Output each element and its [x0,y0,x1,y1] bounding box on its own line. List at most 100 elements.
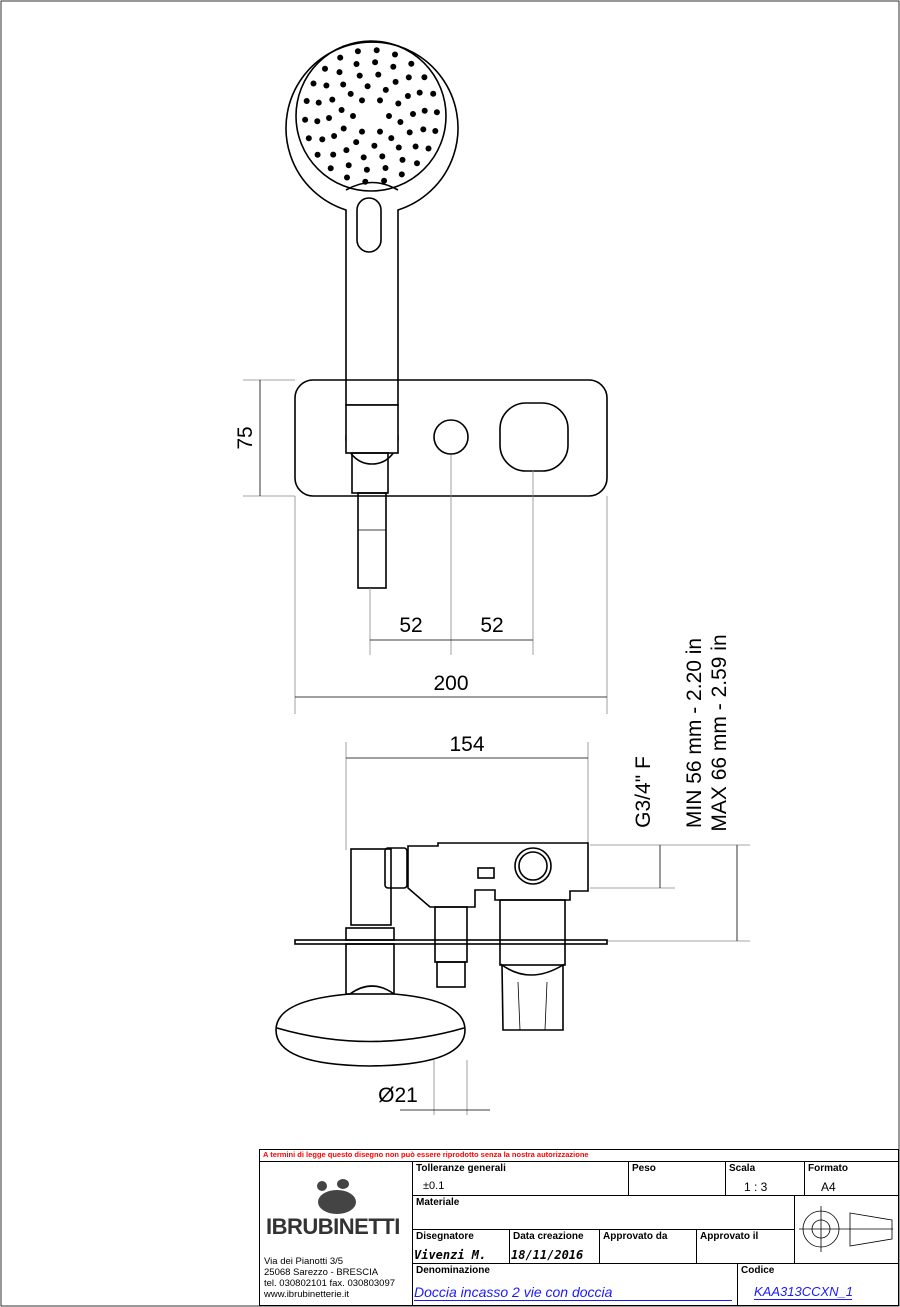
approvato-il-cell: Approvato il [697,1230,795,1264]
dim-52-a: 52 [399,614,422,637]
logo-mark-icon [317,1179,356,1214]
nozzle-dot [408,60,415,67]
nozzle-dot [399,156,406,163]
copyright-notice: A termini di legge questo disegno non pu… [260,1150,898,1162]
nozzle-dot [362,178,369,185]
nozzle-dot [421,74,428,81]
nozzle-dot [392,78,399,85]
denominazione-cell: Denominazione Doccia incasso 2 vie con d… [413,1264,738,1305]
nozzle-dot [363,166,370,173]
nozzle-dot [406,129,413,136]
nozzle-dot [329,96,336,103]
address: Via dei Pianotti 3/5 25068 Sarezzo - BRE… [264,1256,396,1300]
nozzle-dot [353,139,360,146]
nozzle-dot [398,171,405,178]
nozzle-dot [360,154,367,161]
nozzle-dot [377,128,383,135]
nozzle-dot [392,51,398,58]
nozzle-dot [327,165,334,172]
nozzle-dot [381,177,388,184]
nozzle-dot [382,165,389,171]
nozzle-dot [310,80,317,87]
nozzle-dot [359,128,365,135]
nozzle-dot [331,133,338,139]
nozzle-holes [302,47,440,185]
diverter-button [433,419,469,455]
dim-max: MAX 66 mm - 2.59 in [708,634,731,831]
nozzle-dot [336,69,343,76]
disegnatore-cell: Disegnatore Vivenzi M. [413,1230,510,1264]
nozzle-dot [323,82,330,89]
nozzle-dot [337,54,344,61]
dim-diameter: Ø21 [378,1084,418,1107]
mixer-knob [499,402,569,472]
nozzle-dot [425,145,432,152]
nozzle-dot [373,47,380,54]
denominazione-link[interactable]: Doccia incasso 2 vie con doccia [414,1284,732,1301]
nozzle-dot [330,151,337,158]
nozzle-dot [421,107,428,114]
nozzle-dot [347,90,354,97]
valve-body-side [275,842,608,1067]
nozzle-dot [314,151,321,158]
nozzle-dot [412,143,419,150]
nozzle-dot [359,97,365,104]
nozzle-dot [326,115,332,121]
nozzle-dot [420,126,427,133]
nozzle-dot [414,160,420,167]
formato-cell: Formato A4 [805,1162,898,1196]
nozzle-dot [314,118,321,125]
nozzle-dot [303,98,310,104]
dim-154: 154 [449,733,484,756]
peso-cell: Peso [629,1162,726,1196]
nozzle-dot [319,136,326,143]
materiale-cell: Materiale [413,1196,795,1230]
nozzle-dot [379,153,386,160]
nozzle-dot [395,144,402,151]
nozzle-dot [416,89,423,96]
nozzle-dot [345,162,352,169]
nozzle-dot [322,65,328,72]
dim-75: 75 [234,426,257,449]
nozzle-dot [315,99,322,106]
dim-min: MIN 56 mm - 2.20 in [683,638,706,828]
codice-cell: Codice KAA313CCXN_1 [741,1265,853,1300]
nozzle-dot [344,174,350,181]
nozzle-dot [356,72,363,79]
nozzle-dot [433,109,440,116]
nozzle-dot [432,128,439,134]
company-logo: IBRUBINETTI [266,1214,400,1239]
nozzle-dot [395,100,402,107]
hand-shower-front [285,40,459,406]
nozzle-dot [405,74,412,81]
dim-g34: G3/4" F [632,756,655,828]
nozzle-dot [386,113,392,119]
nozzle-dot [305,135,312,142]
nozzle-dot [377,97,383,104]
dim-200: 200 [433,672,468,695]
nozzle-dot [343,147,350,154]
codice-link[interactable]: KAA313CCXN_1 [754,1284,853,1300]
nozzle-dot [388,135,395,142]
nozzle-dot [354,48,361,55]
company-info: IBRUBINETTI Via dei Pianotti 3/5 25068 S… [260,1162,413,1305]
nozzle-dot [430,90,437,97]
nozzle-dot [382,86,389,93]
approvato-da-cell: Approvato da [600,1230,697,1264]
dimension-lines [243,379,750,1115]
title-block: A termini di legge questo disegno non pu… [259,1149,899,1306]
nozzle-dot [372,59,379,66]
scala-cell: Scala 1 : 3 [726,1162,805,1196]
nozzle-dot [371,142,378,149]
nozzle-dot [340,125,347,132]
nozzle-dot [410,111,416,117]
nozzle-dot [340,81,347,88]
nozzle-dot [390,63,397,70]
projection-symbol [795,1196,898,1264]
tolleranze-cell: Tolleranze generali ±0.1 [413,1162,629,1196]
dim-52-b: 52 [480,614,503,637]
nozzle-dot [350,113,356,119]
nozzle-dot [353,61,360,67]
